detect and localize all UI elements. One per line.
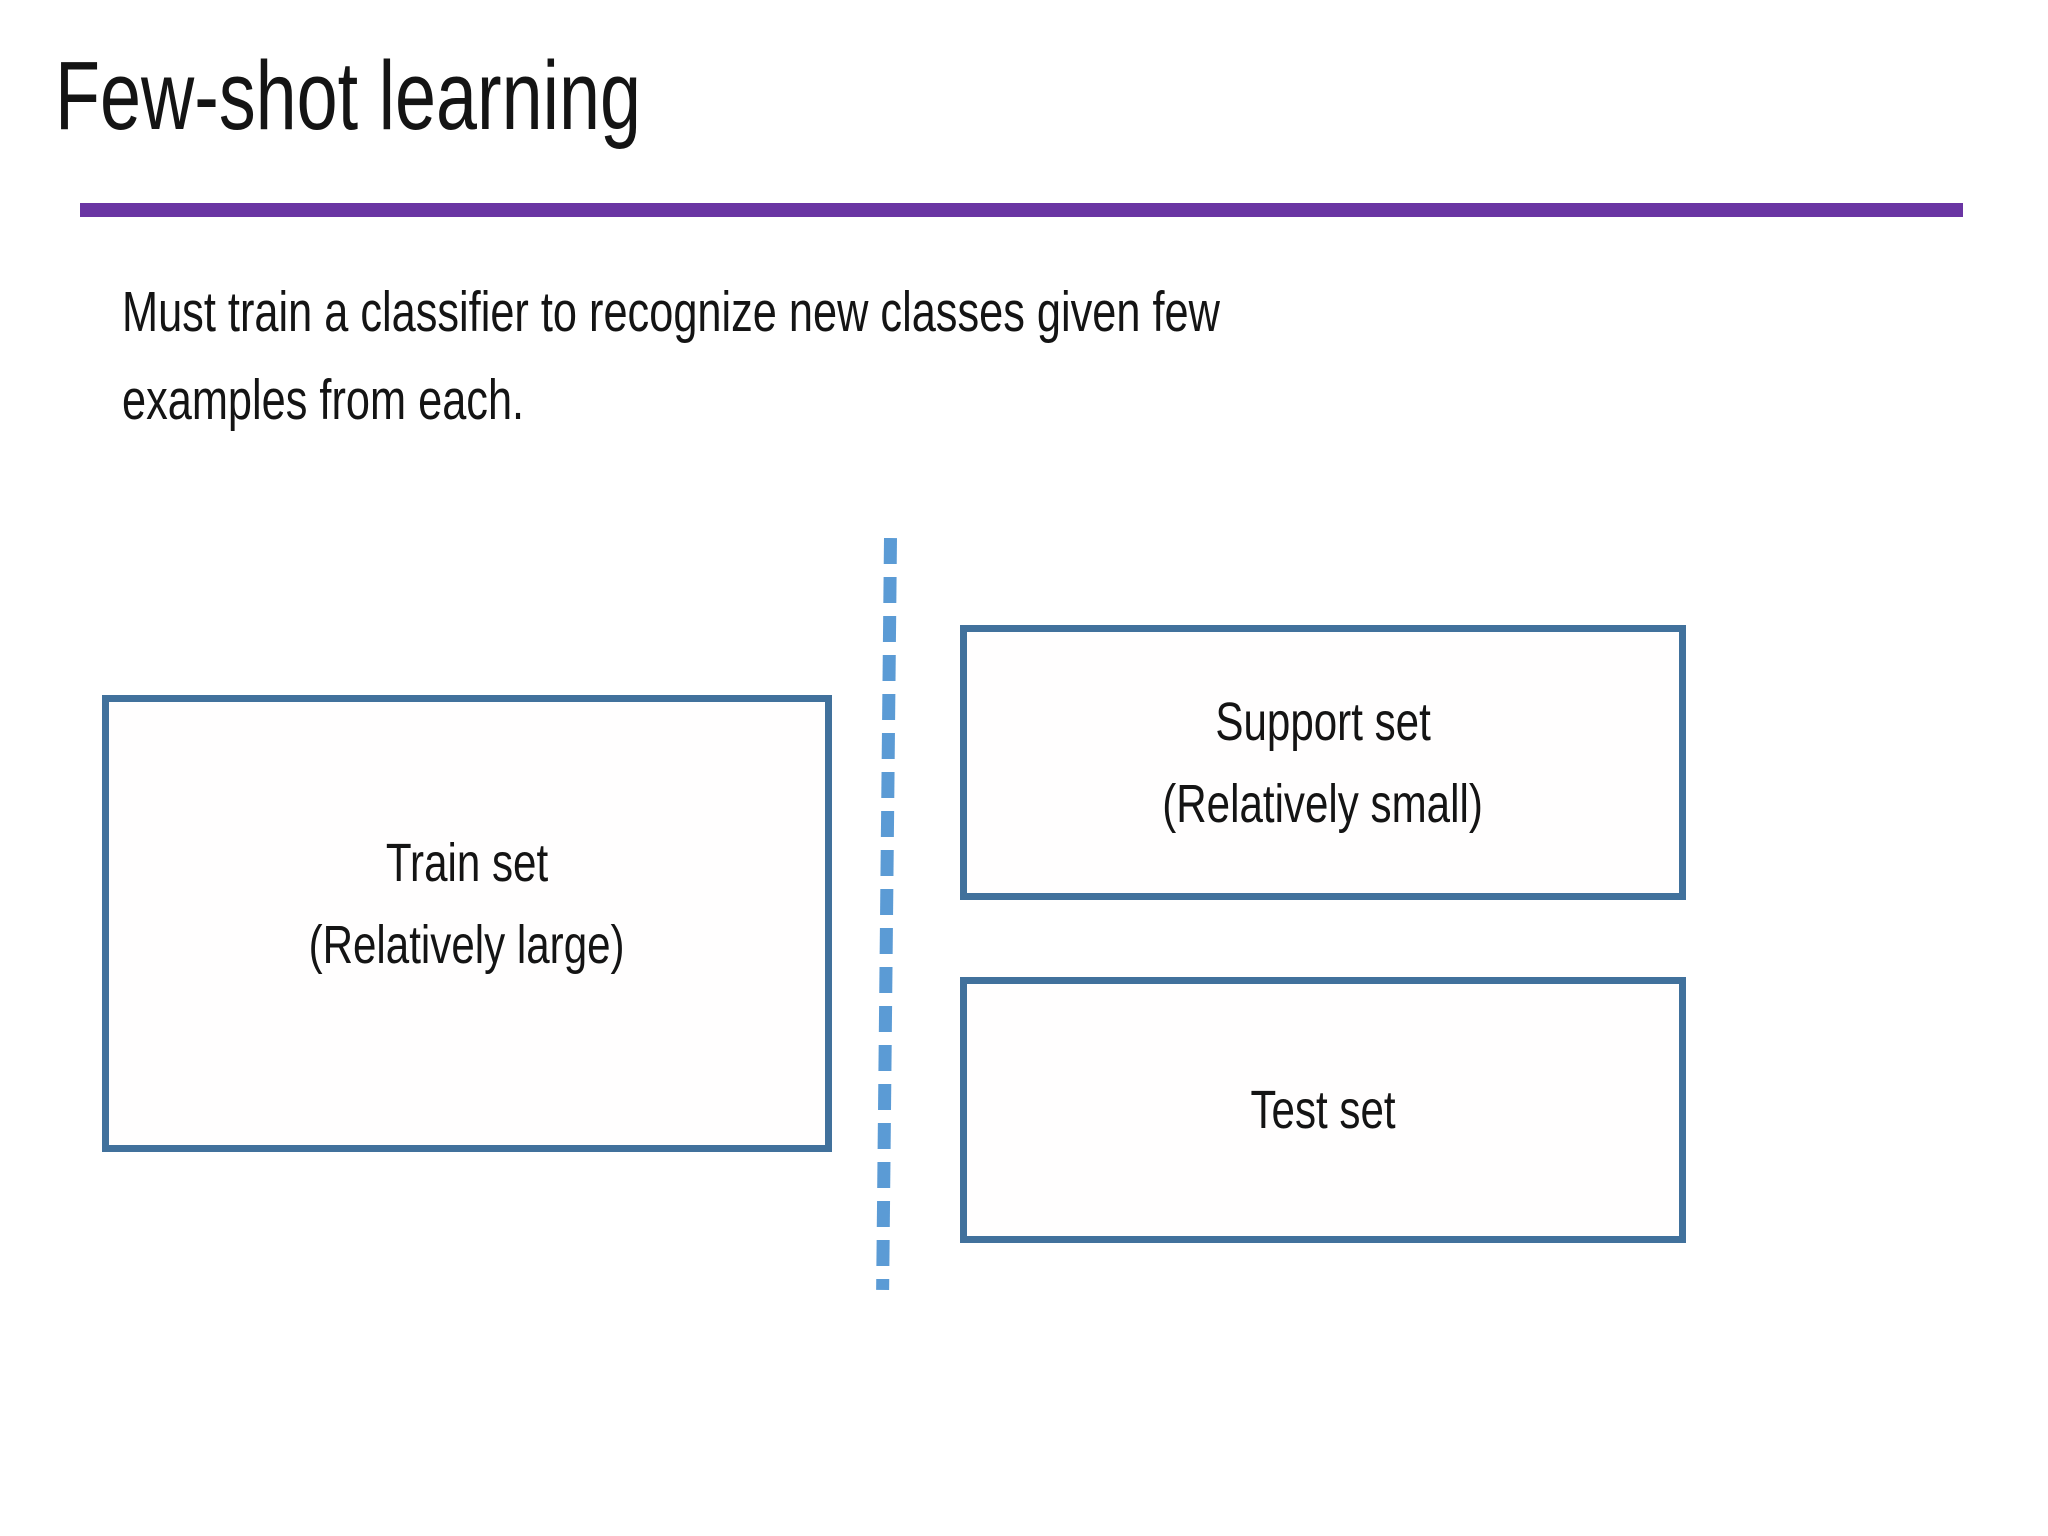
support-set-label: Support set (Relatively small) [1117,681,1528,845]
support-set-label-line-2: (Relatively small) [1162,773,1484,834]
support-set-label-line-1: Support set [1215,691,1431,752]
slide-title: Few-shot learning [55,40,826,152]
test-set-box: Test set [960,977,1686,1243]
title-underline-rule [80,203,1963,217]
slide-title-text: Few-shot learning [55,41,641,150]
test-set-label: Test set [1230,1069,1416,1151]
intro-paragraph: Must train a classifier to recognize new… [122,268,1567,444]
support-set-box: Support set (Relatively small) [960,625,1686,900]
train-set-label: Train set (Relatively large) [264,822,669,986]
intro-line-2: examples from each. [122,368,525,432]
train-set-box: Train set (Relatively large) [102,695,832,1152]
train-set-label-line-2: (Relatively large) [308,914,625,975]
intro-line-1: Must train a classifier to recognize new… [122,280,1220,344]
dashed-vertical-divider [876,537,897,1291]
train-set-label-line-1: Train set [385,832,549,893]
test-set-label-line-1: Test set [1250,1080,1396,1140]
